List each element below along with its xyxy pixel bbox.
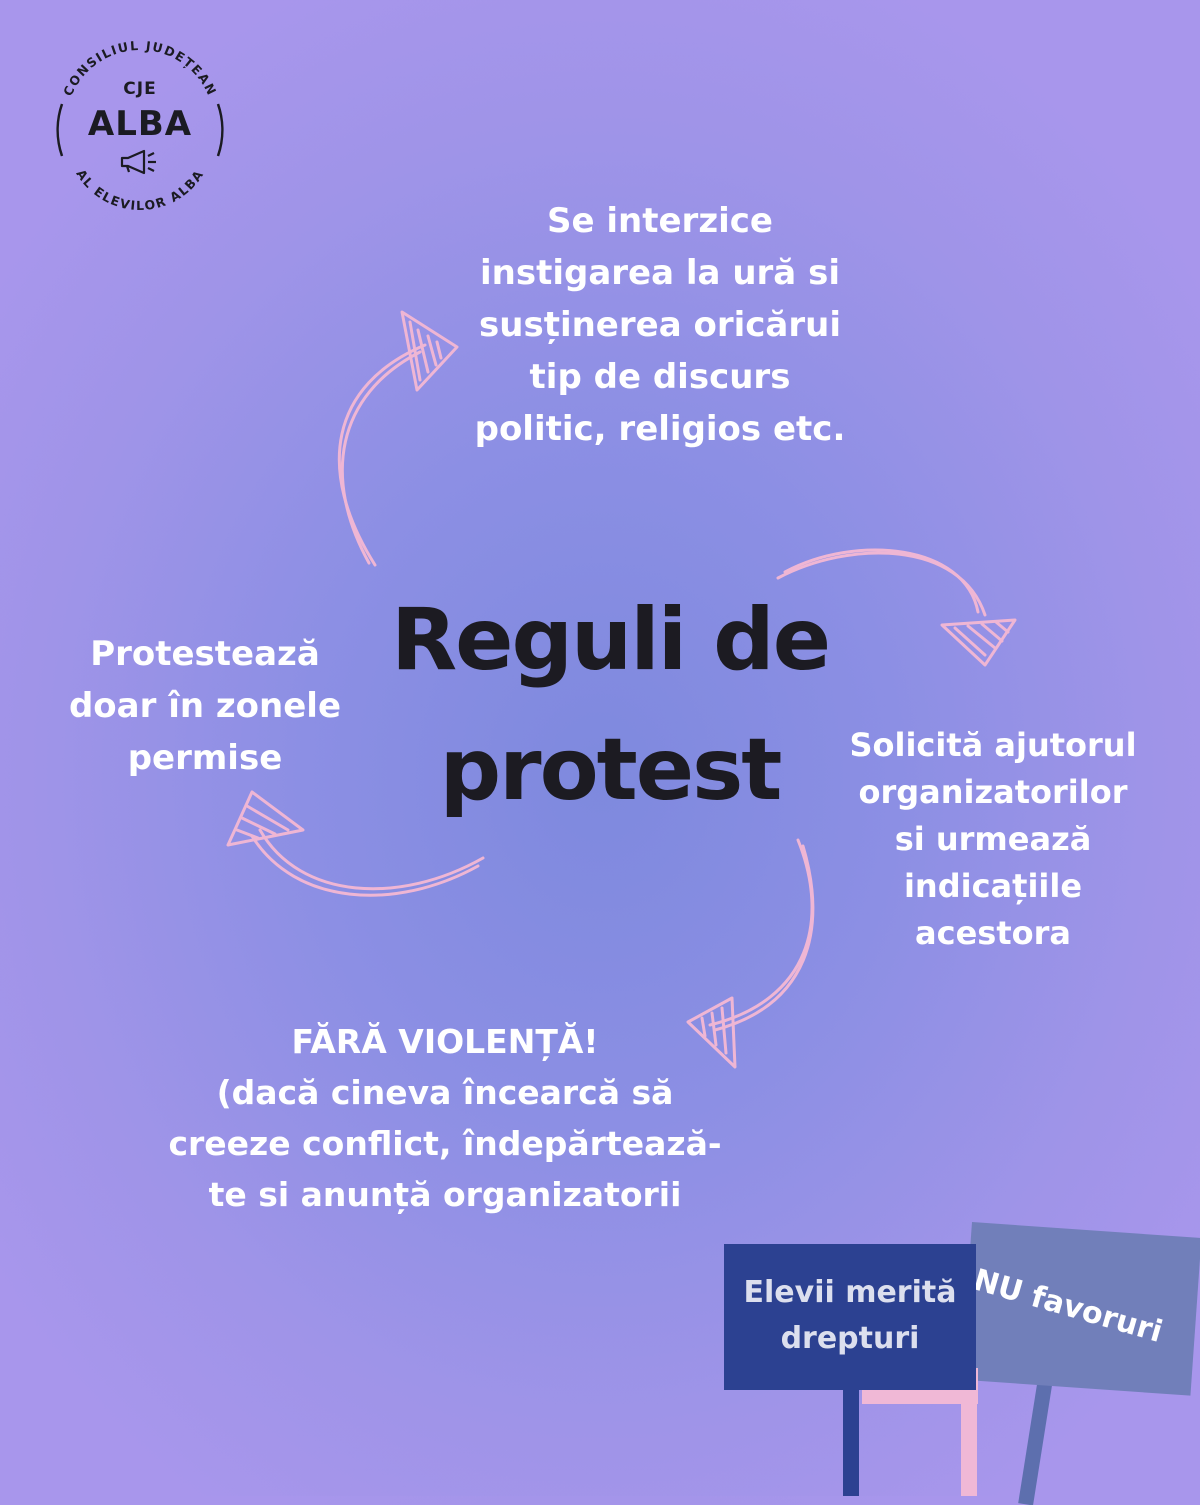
sign-elevii-merita-drepturi: Elevii merită drepturi [724, 1244, 976, 1390]
sign-pink-stick [961, 1380, 977, 1496]
logo-ring: CONSILIUL JUDEȚEAN AL ELEVILOR ALBA [56, 38, 224, 213]
cje-alba-logo: CONSILIUL JUDEȚEAN AL ELEVILOR ALBA CJE … [50, 32, 230, 222]
page-title: Reguli de protest [360, 575, 860, 835]
rule-no-violence: FĂRĂ VIOLENȚĂ! (dacă cineva încearcă să … [140, 1016, 750, 1220]
rule-no-hate-speech: Se interzice instigarea la ură si susțin… [440, 195, 880, 455]
rule-line: Protestează [90, 634, 320, 674]
rule-line: creeze conflict, îndepărtează- [168, 1124, 722, 1163]
rule-line: acestora [915, 914, 1071, 952]
rule-line: Solicită ajutorul [849, 726, 1137, 764]
megaphone-icon [120, 149, 156, 175]
rule-line: (dacă cineva încearcă să [216, 1073, 674, 1112]
title-line-1: Reguli de [390, 590, 831, 690]
rule-line: organizatorilor [858, 773, 1128, 811]
sign-front-line-1: Elevii merită [743, 1275, 957, 1310]
arrow-bottom-to-left [226, 790, 485, 897]
sign-back-text: NU favoruri [969, 1262, 1167, 1350]
logo-alba: ALBA [87, 104, 193, 144]
rule-ask-organizers: Solicită ajutorul organizatorilor si urm… [838, 722, 1148, 957]
arrow-right-to-bottom [686, 838, 815, 1069]
sign-front-text: Elevii merită drepturi [724, 1270, 976, 1362]
arrow-left-to-top [337, 310, 459, 567]
rule-line: politic, religios etc. [474, 409, 846, 449]
logo-cje: CJE [123, 79, 157, 99]
sign-nu-favoruri: NU favoruri [960, 1222, 1200, 1396]
rule-permitted-zones: Protestează doar în zonele permise [40, 628, 370, 784]
rule-line: permise [127, 738, 283, 778]
sign-front-line-2: drepturi [780, 1321, 920, 1356]
arrow-top-to-right [776, 548, 1017, 667]
rule-line: FĂRĂ VIOLENȚĂ! [291, 1022, 599, 1061]
rule-line: te si anunță organizatorii [208, 1175, 682, 1214]
rule-line: doar în zonele [68, 686, 342, 726]
rule-line: Se interzice [547, 201, 773, 241]
rule-line: susținerea oricărui [479, 305, 841, 345]
title-line-2: protest [439, 720, 783, 820]
rule-line: instigarea la ură si [480, 253, 840, 293]
rule-line: tip de discurs [529, 357, 791, 397]
rule-line: indicațiile [903, 867, 1083, 905]
rule-line: si urmează [894, 820, 1092, 858]
sign-front-stick [843, 1390, 859, 1496]
